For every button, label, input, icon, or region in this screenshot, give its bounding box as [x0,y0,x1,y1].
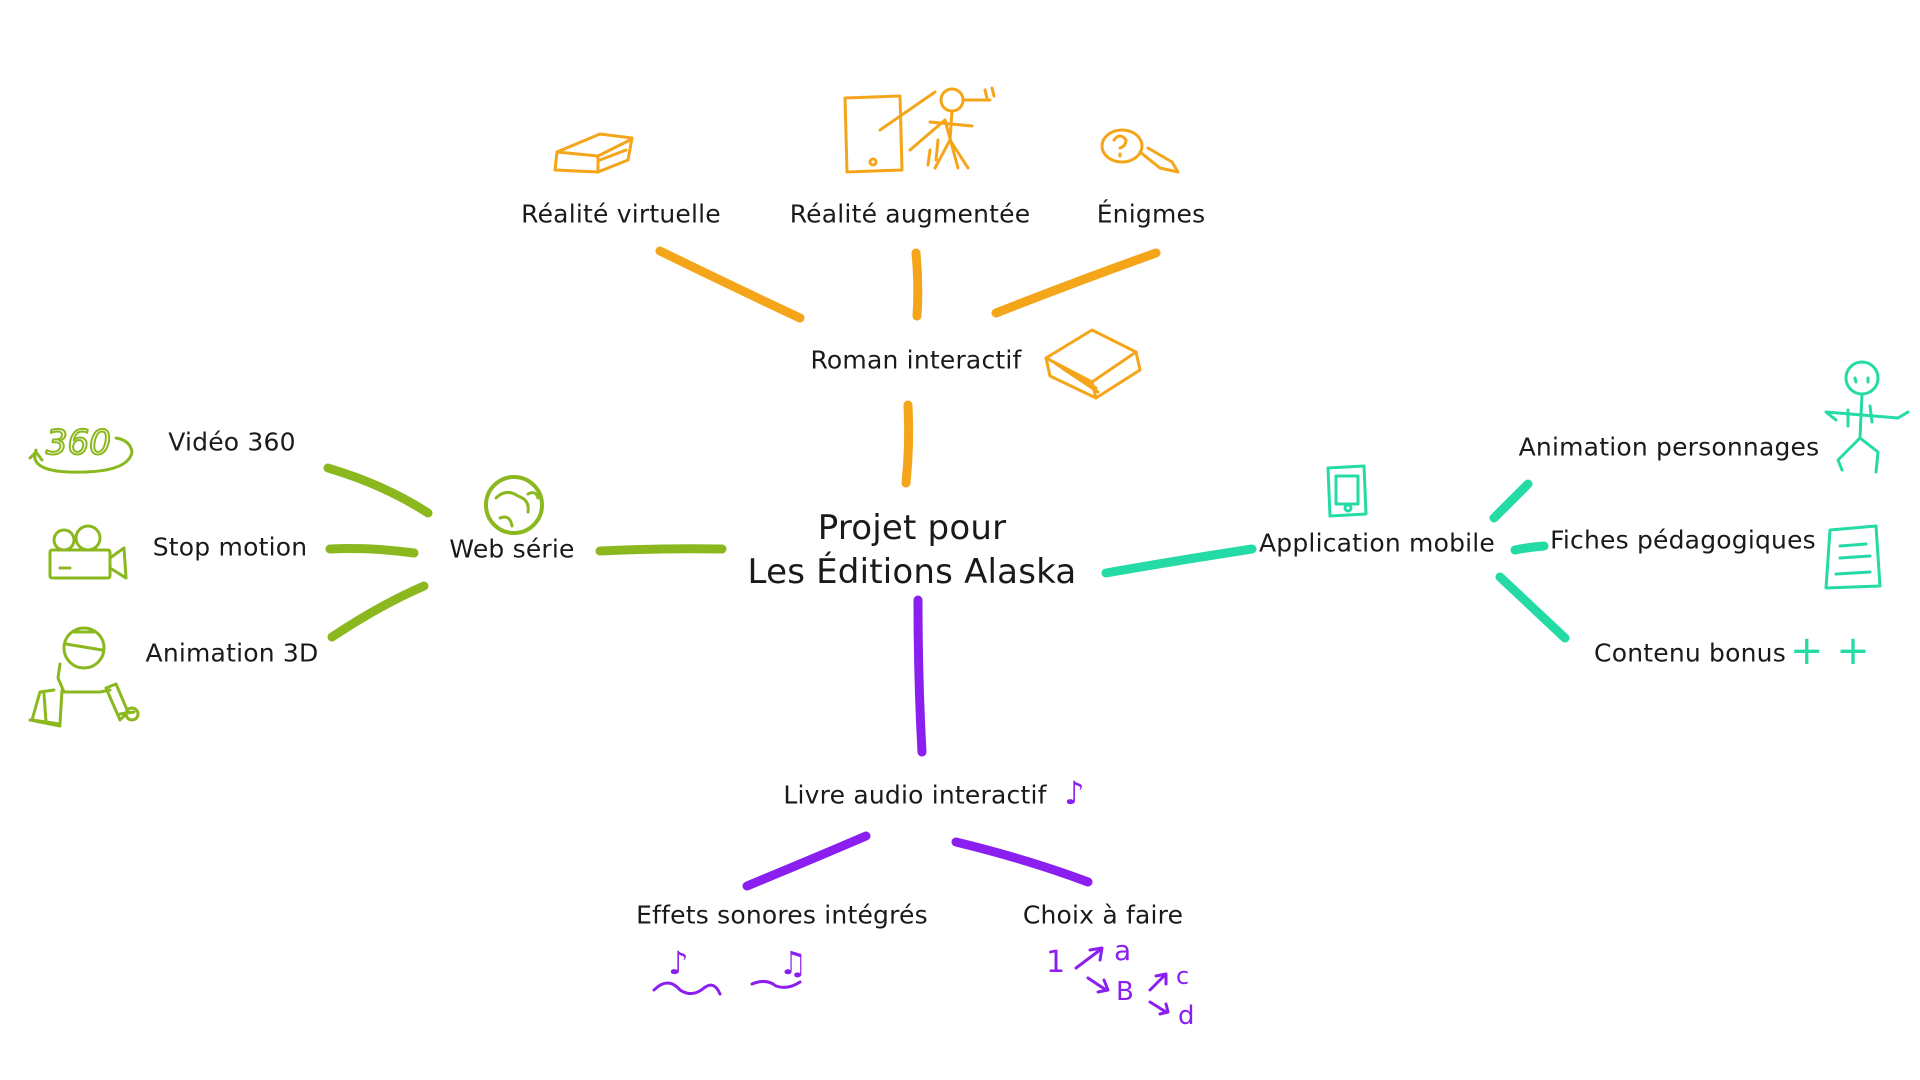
connector-app-bonus [1495,572,1570,643]
node-realite-augmentee: Réalité augmentée [789,199,1031,229]
connectors-purple [742,595,1093,891]
central-topic: Projet pour Les Éditions Alaska [748,506,1077,594]
360-icon: 360 [28,422,134,474]
node-realite-virtuelle: Réalité virtuelle [521,199,721,229]
augmented-reality-icon [843,86,996,174]
magnifier-icon [1100,128,1180,174]
node-animation-personnages: Animation personnages [1518,432,1820,462]
choices-icon: 1 a B c d [1046,934,1195,1031]
node-video-360: Vidéo 360 [168,427,296,457]
connector-web-stop [325,544,419,558]
tablet-icon [1326,464,1368,518]
choice-d: d [1178,1001,1195,1031]
connector-audio-effets [742,831,871,891]
connectors-teal [1101,479,1570,643]
branch-web-serie: Web série [449,534,575,564]
plus-icon: + + [1790,628,1870,674]
choice-a: a [1114,934,1131,967]
node-animation-3d: Animation 3D [145,638,319,668]
branch-roman-interactif: Roman interactif [810,345,1022,375]
connector-audio-choix [951,837,1093,887]
connector-roman-ar [911,248,923,321]
connector-roman-enigmes [991,248,1161,318]
choice-1: 1 [1046,945,1065,980]
node-stop-motion: Stop motion [152,532,308,562]
node-contenu-bonus: Contenu bonus [1594,638,1786,668]
book-icon [1044,328,1142,400]
sheet-icon [1824,524,1882,590]
vr-headset-icon [553,132,634,174]
branch-livre-audio: Livre audio interactif [783,780,1047,810]
music-note-icon: ♪ [1064,774,1084,812]
svg-text:♪ ♫: ♪ ♫ [668,944,847,982]
connectors-green [323,463,727,642]
svg-text:360: 360 [46,423,111,463]
choice-c: c [1176,962,1189,990]
connector-audio-center [913,595,927,757]
connector-app-center [1101,544,1257,578]
connector-web-center [595,544,727,556]
branch-application-mobile: Application mobile [1258,528,1496,558]
robot-icon [28,626,140,728]
node-choix-a-faire: Choix à faire [1022,900,1184,930]
connector-app-anim [1489,479,1533,523]
node-enigmes: Énigmes [1096,199,1206,229]
connector-roman-vr [655,246,805,323]
camera-icon [48,524,128,580]
globe-icon [484,475,544,535]
central-topic-line2: Les Éditions Alaska [747,552,1077,592]
stick-figure-icon [1824,360,1910,474]
central-topic-line1: Projet pour [817,508,1007,548]
connector-app-fiches [1510,541,1549,555]
connectors-orange [655,246,1161,488]
node-fiches-pedagogiques: Fiches pédagogiques [1550,525,1816,555]
connector-web-3d [327,581,429,642]
music-notes-icon: ♪ ♫ [652,944,847,996]
connector-roman-center [901,400,914,488]
choice-b: B [1116,977,1134,1007]
connector-web-360 [323,463,433,518]
node-effets-sonores: Effets sonores intégrés [636,900,928,930]
